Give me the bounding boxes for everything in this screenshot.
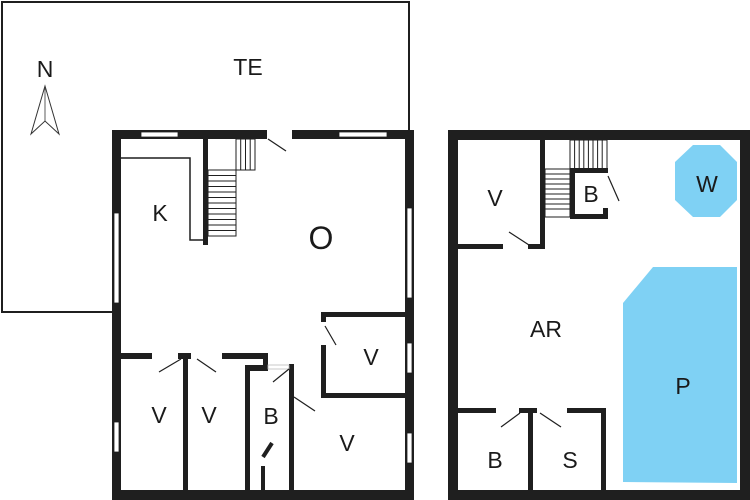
room-label-bathroom-1: B bbox=[263, 403, 278, 429]
room-label-bedroom-south: V bbox=[339, 430, 355, 456]
room-label-bedroom-east: V bbox=[363, 344, 379, 370]
room-label-terrace: TE bbox=[233, 54, 262, 80]
window bbox=[140, 131, 179, 138]
room-label-annex-bathroom: B bbox=[487, 447, 502, 473]
room-label-pool: P bbox=[675, 373, 690, 399]
whirlpool-shape bbox=[675, 145, 737, 217]
window bbox=[338, 131, 388, 138]
terrace-area bbox=[1, 1, 410, 313]
annex-building bbox=[448, 130, 750, 500]
window bbox=[406, 207, 413, 299]
window bbox=[406, 342, 413, 374]
room-label-bedroom-1: V bbox=[151, 402, 167, 428]
room-label-sauna: S bbox=[562, 447, 577, 473]
room-label-annex-bathroom-small: B bbox=[583, 181, 598, 207]
window bbox=[406, 432, 413, 464]
staircase bbox=[207, 138, 256, 237]
room-label-living: O bbox=[309, 220, 334, 256]
room-label-activity-room: AR bbox=[530, 316, 562, 342]
entrance-door bbox=[267, 129, 292, 140]
pool-shape bbox=[623, 267, 737, 483]
staircase bbox=[544, 139, 608, 218]
main-house bbox=[112, 129, 414, 500]
compass-label: N bbox=[37, 56, 54, 82]
room-label-annex-bedroom: V bbox=[487, 185, 503, 211]
room-label-whirlpool: W bbox=[696, 171, 718, 197]
north-arrow-icon bbox=[30, 84, 60, 136]
window bbox=[113, 212, 120, 304]
room-label-kitchen: K bbox=[152, 200, 168, 226]
window bbox=[113, 421, 120, 453]
room-label-bedroom-2: V bbox=[201, 402, 217, 428]
